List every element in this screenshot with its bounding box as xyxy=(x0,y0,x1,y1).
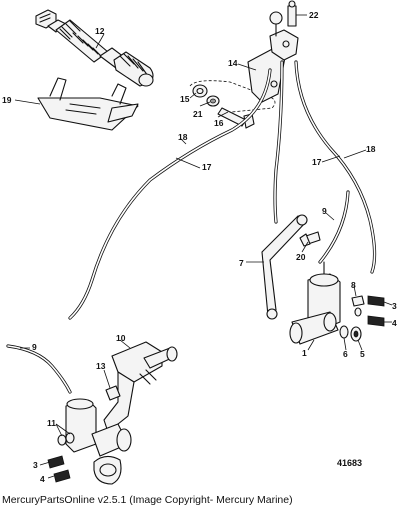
callout-12: 12 xyxy=(95,26,105,36)
fasteners-15-16-21 xyxy=(189,80,276,129)
callout-21: 21 xyxy=(193,109,203,119)
callout-18-left: 18 xyxy=(178,132,188,142)
callout-8: 8 xyxy=(351,280,356,290)
handle-assembly-part-12 xyxy=(35,9,154,87)
grip xyxy=(113,51,154,87)
callout-4-right: 4 xyxy=(392,318,397,328)
cable-right-17-18 xyxy=(294,60,377,274)
hardware-right-3-4-5-6-8 xyxy=(339,295,385,342)
callout-9-right: 9 xyxy=(322,206,327,216)
callout-22: 22 xyxy=(309,10,319,20)
cable-left-17-18 xyxy=(68,68,272,320)
callout-17-left: 17 xyxy=(202,162,212,172)
fitting-part-13 xyxy=(105,385,121,401)
cable-center-left xyxy=(273,60,284,224)
callout-16: 16 xyxy=(214,118,224,128)
callout-17-right: 17 xyxy=(312,157,322,167)
callout-15: 15 xyxy=(180,94,190,104)
callout-9-left: 9 xyxy=(32,342,37,352)
callout-11: 11 xyxy=(47,418,56,428)
callout-1: 1 xyxy=(302,348,307,358)
bracket-part-10 xyxy=(103,341,178,433)
bolt-part-20 xyxy=(299,231,321,247)
lever-arm-part-7 xyxy=(261,214,308,320)
actuator-part-1 xyxy=(289,261,341,345)
callout-18-right: 18 xyxy=(366,144,376,154)
small-cable-part-9-right xyxy=(318,190,350,264)
callout-10: 10 xyxy=(116,333,126,343)
callout-7: 7 xyxy=(239,258,244,268)
copyright-caption: MercuryPartsOnline v2.5.1 (Image Copyrig… xyxy=(2,494,293,506)
callout-5: 5 xyxy=(360,349,365,359)
callout-6: 6 xyxy=(343,349,348,359)
grease-fitting-part-22 xyxy=(287,0,297,27)
cable-bracket-part-14 xyxy=(247,11,299,103)
callout-13: 13 xyxy=(96,361,106,371)
callout-19: 19 xyxy=(2,95,12,105)
hardware-left-3-4-11 xyxy=(47,432,75,483)
callout-20: 20 xyxy=(296,252,306,262)
callout-3-right: 3 xyxy=(392,301,397,311)
base-bracket-part-19 xyxy=(37,77,139,131)
figure-number: 41683 xyxy=(337,458,363,468)
small-cable-part-9-left xyxy=(6,344,72,394)
corrugated-boot xyxy=(55,19,109,63)
callout-3-left: 3 xyxy=(33,460,38,470)
callout-14: 14 xyxy=(228,58,238,68)
leader-lines xyxy=(14,14,393,479)
callout-labels: 12 19 14 22 15 21 16 18 17 18 17 9 7 20 … xyxy=(2,10,397,484)
callout-4-left: 4 xyxy=(40,474,45,484)
